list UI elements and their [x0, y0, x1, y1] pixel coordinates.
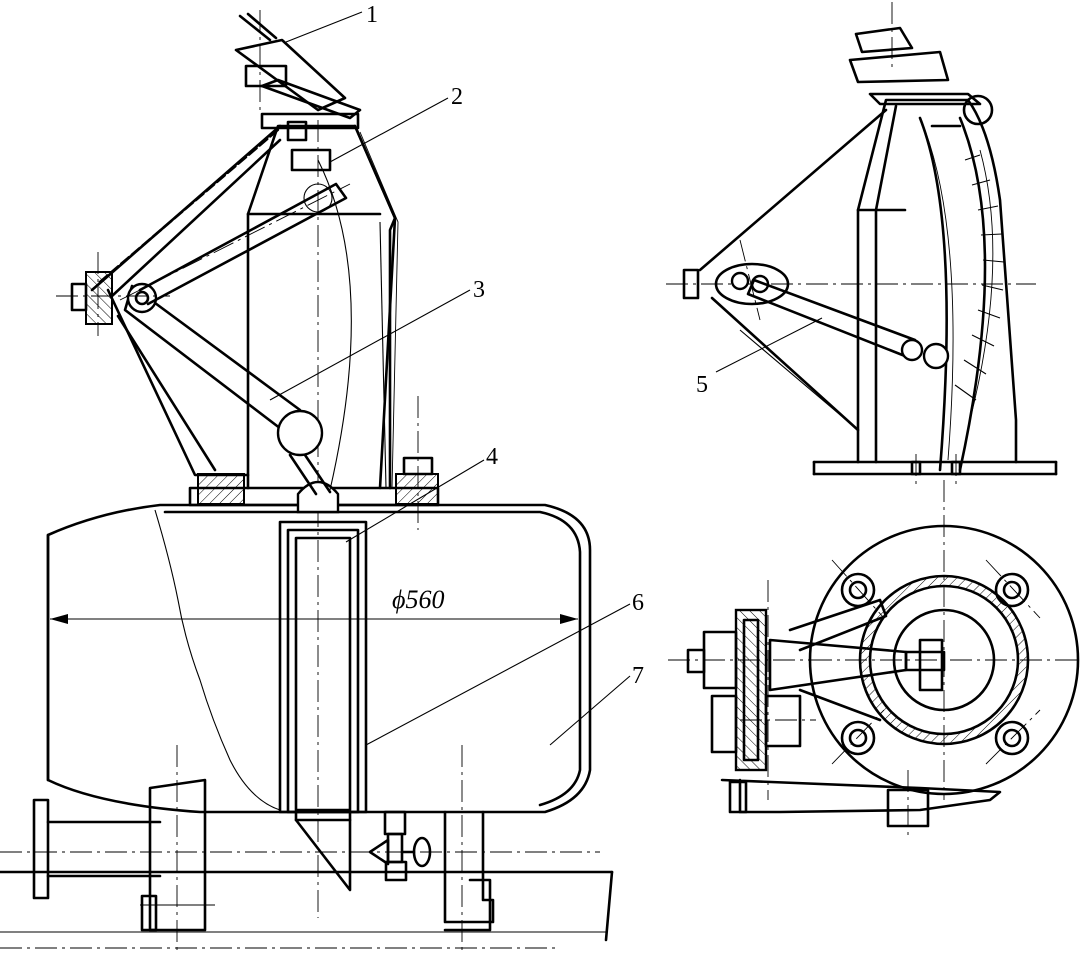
rail-ribs — [954, 154, 1005, 401]
side-view: 5 — [666, 2, 1058, 486]
front-view: 1 2 3 4 6 7 ϕ560 — [0, 2, 644, 955]
central-tube — [278, 120, 368, 918]
top-handle — [234, 10, 362, 172]
diameter-label: ϕ560 — [392, 585, 444, 614]
callout-5: 5 — [696, 372, 708, 398]
pivot-bolt — [56, 252, 170, 336]
support-frame — [90, 124, 282, 477]
callout-2: 2 — [451, 84, 463, 110]
top-view — [668, 480, 1080, 836]
inlet-pipe — [32, 745, 215, 955]
column — [246, 124, 399, 491]
front-leaders — [269, 11, 631, 746]
tank-body — [46, 503, 592, 955]
callout-3: 3 — [473, 277, 485, 303]
callout-7: 7 — [632, 663, 644, 689]
callout-4: 4 — [486, 444, 498, 470]
linkage-arm — [119, 182, 351, 496]
callout-1: 1 — [366, 2, 378, 28]
callout-6: 6 — [632, 590, 644, 616]
base-rails — [0, 851, 614, 949]
